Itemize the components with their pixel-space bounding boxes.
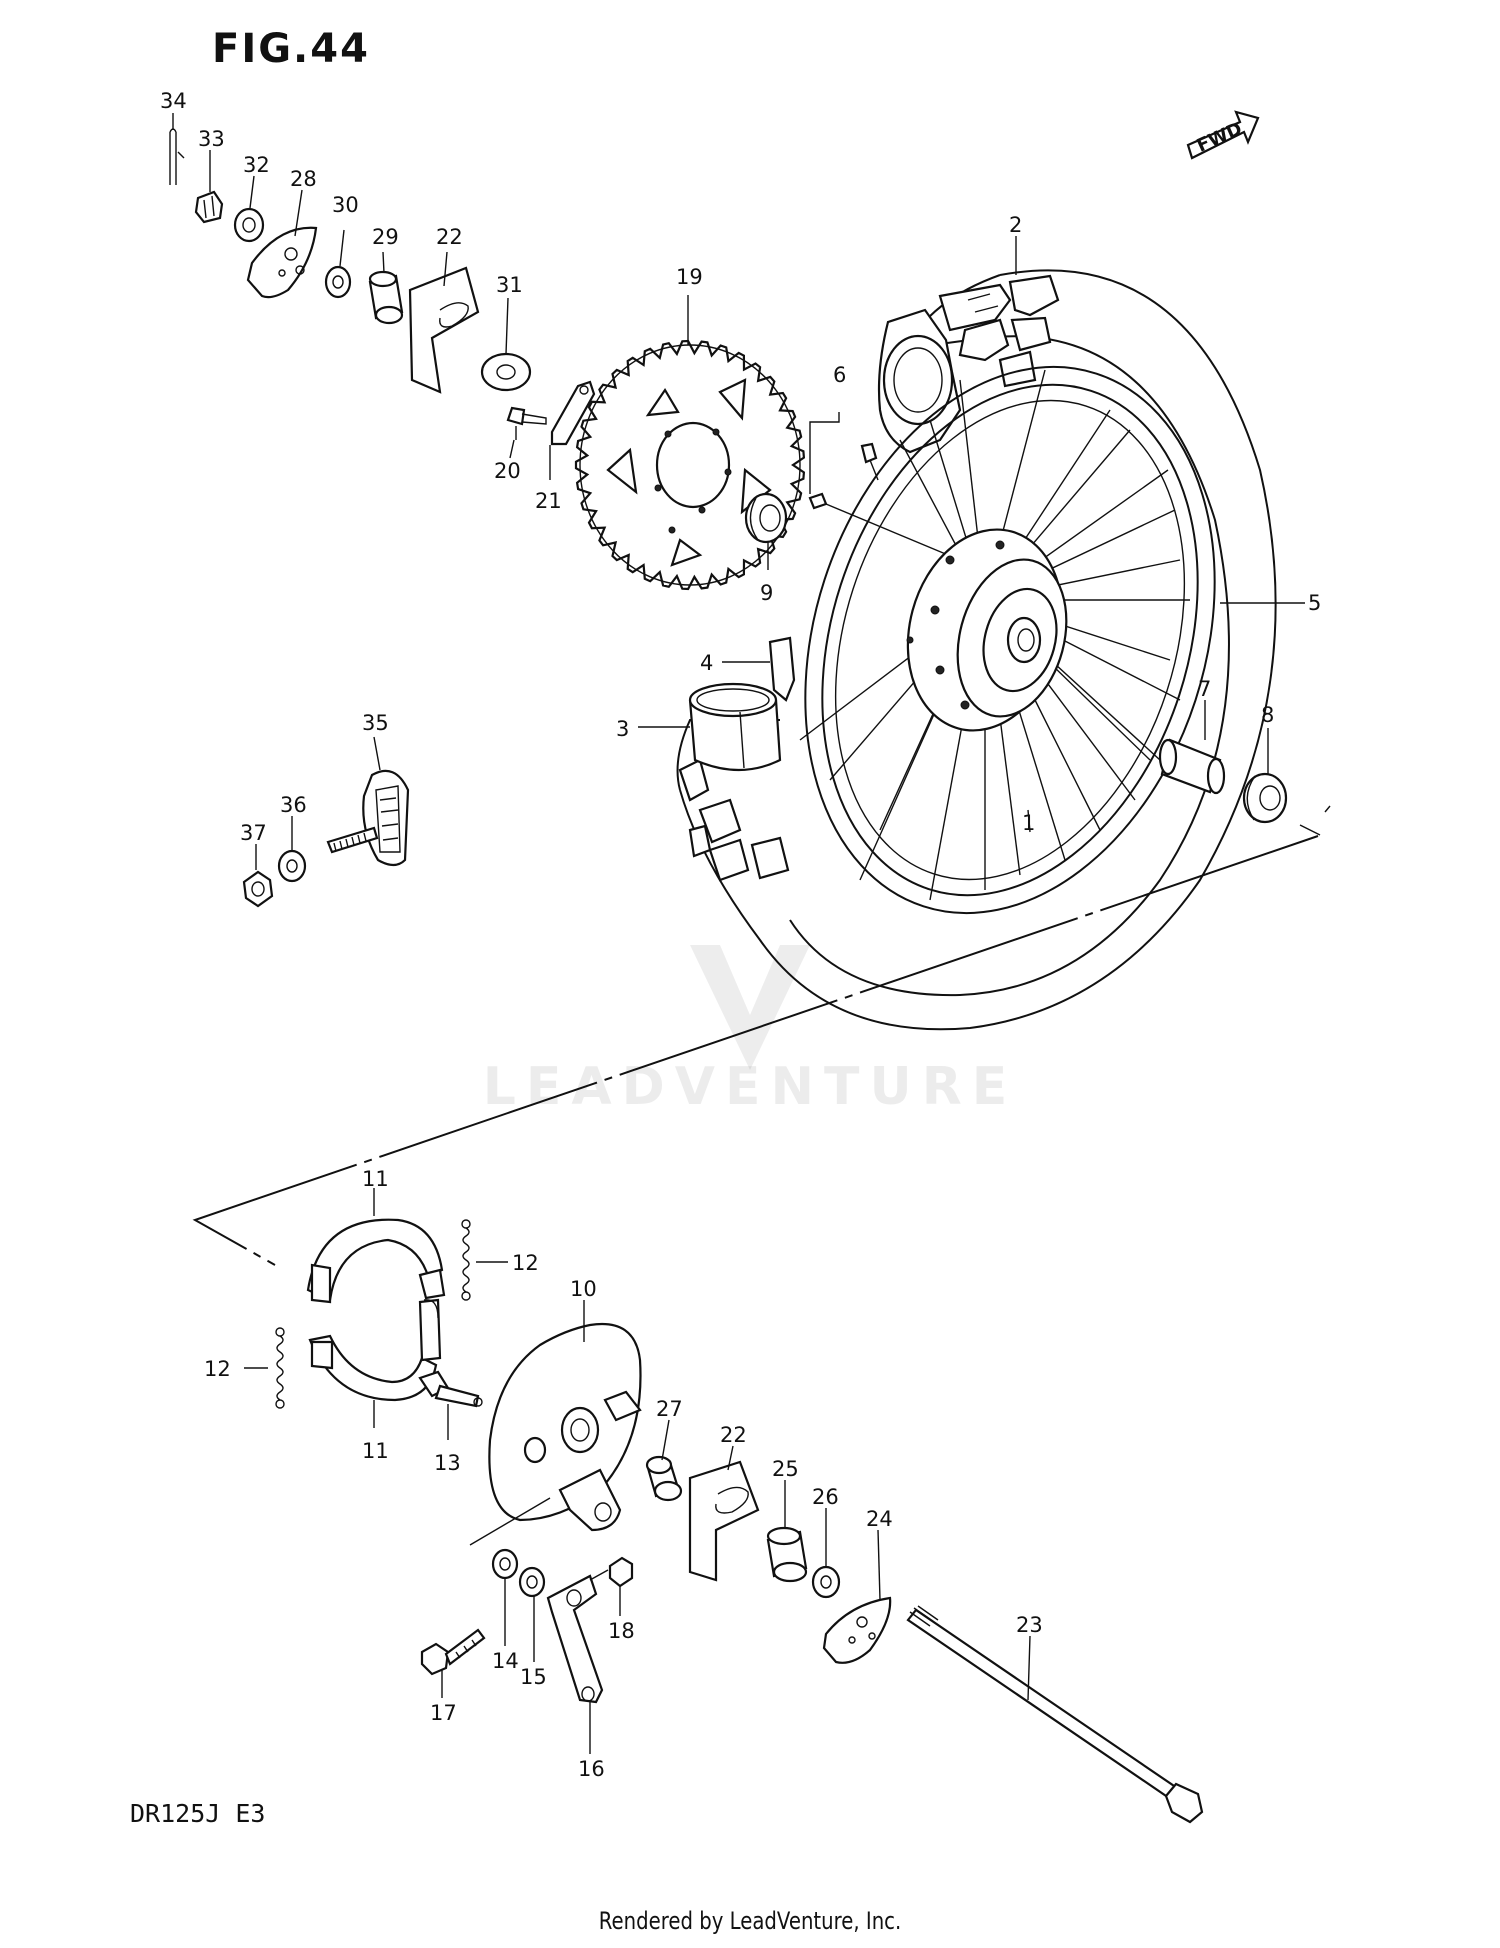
adjuster-plate-part-24 xyxy=(822,1596,892,1664)
watermark-logo xyxy=(690,945,810,1070)
nut-part-18 xyxy=(608,1556,634,1588)
callout-23: 23 xyxy=(1016,1613,1043,1637)
washer-part-15 xyxy=(518,1566,546,1598)
reflector-plate-part-35 xyxy=(326,769,410,867)
spring-part-12-lower xyxy=(275,1327,285,1409)
figure-title: FIG.44 xyxy=(212,26,370,72)
brake-shoe-part-11-upper xyxy=(306,1218,446,1304)
callout-37: 37 xyxy=(240,821,267,845)
callout-12-upper: 12 xyxy=(512,1251,539,1275)
callout-33: 33 xyxy=(198,127,225,151)
washer-part-30 xyxy=(324,265,352,299)
callout-24: 24 xyxy=(866,1507,893,1531)
callout-4: 4 xyxy=(700,651,713,675)
callout-22-lower: 22 xyxy=(720,1423,747,1447)
spacer-part-25 xyxy=(766,1526,808,1583)
axle-part-23 xyxy=(906,1605,1204,1824)
callout-17: 17 xyxy=(430,1701,457,1725)
callout-32: 32 xyxy=(243,153,270,177)
callout-20: 20 xyxy=(494,459,521,483)
callout-2: 2 xyxy=(1009,213,1022,237)
hub-damper-part-4 xyxy=(768,636,796,702)
washer-part-32 xyxy=(233,207,265,243)
brake-panel-part-10 xyxy=(488,1322,642,1532)
washer-part-14 xyxy=(491,1548,519,1580)
callout-7: 7 xyxy=(1198,677,1211,701)
brake-cam-part-13 xyxy=(418,1370,483,1408)
callout-26: 26 xyxy=(812,1485,839,1509)
callout-30: 30 xyxy=(332,193,359,217)
callout-18: 18 xyxy=(608,1619,635,1643)
callout-5: 5 xyxy=(1308,591,1321,615)
wheel-hub-part-1 xyxy=(906,528,1068,732)
callout-13: 13 xyxy=(434,1451,461,1475)
brake-shoe-part-11-lower xyxy=(308,1298,442,1402)
washer-part-36 xyxy=(277,849,307,883)
spacer-part-7 xyxy=(1158,738,1226,795)
torque-link-part-16 xyxy=(546,1569,609,1704)
bearing-part-9 xyxy=(744,492,788,544)
callout-36: 36 xyxy=(280,793,307,817)
model-code: DR125J E3 xyxy=(130,1799,266,1828)
fwd-arrow-icon xyxy=(1186,110,1260,160)
castle-nut-part-33 xyxy=(194,190,224,224)
adjuster-plate-part-28 xyxy=(246,226,318,299)
bolt-part-17 xyxy=(420,1628,486,1676)
chain-adjuster-part-22-upper xyxy=(408,266,480,394)
footer-credit: Rendered by LeadVenture, Inc. xyxy=(598,1907,902,1935)
leader-line xyxy=(469,1497,551,1546)
callout-9: 9 xyxy=(760,581,773,605)
bolt-part-20 xyxy=(506,406,547,440)
callout-25: 25 xyxy=(772,1457,799,1481)
lock-plate-part-21 xyxy=(550,380,596,446)
callout-34: 34 xyxy=(160,89,187,113)
chain-adjuster-part-22-lower xyxy=(688,1460,760,1582)
callout-31: 31 xyxy=(496,273,523,297)
wheel-rim-part-5 xyxy=(804,365,1216,915)
callout-10: 10 xyxy=(570,1277,597,1301)
assembly-leader-lines xyxy=(192,805,1331,1266)
callout-1: 1 xyxy=(1022,811,1035,835)
callout-14: 14 xyxy=(492,1649,519,1673)
watermark: LEADVENTURE xyxy=(482,1057,1018,1117)
sprocket-part-19 xyxy=(574,339,806,591)
collar-part-27 xyxy=(645,1455,683,1502)
brake-hub-part-3 xyxy=(688,682,782,772)
callout-29: 29 xyxy=(372,225,399,249)
callout-19: 19 xyxy=(676,265,703,289)
callout-28: 28 xyxy=(290,167,317,191)
callout-27: 27 xyxy=(656,1397,683,1421)
spoke-nipples-part-6 xyxy=(808,442,961,561)
callout-3: 3 xyxy=(616,717,629,741)
bearing-part-8 xyxy=(1242,772,1288,824)
washer-part-31 xyxy=(480,352,532,392)
callout-22-upper: 22 xyxy=(436,225,463,249)
callout-11-lower: 11 xyxy=(362,1439,389,1463)
callout-6: 6 xyxy=(833,363,846,387)
callout-8: 8 xyxy=(1261,703,1274,727)
spacer-part-29 xyxy=(368,270,404,325)
callout-21: 21 xyxy=(535,489,562,513)
callout-11-upper: 11 xyxy=(362,1167,389,1191)
callout-15: 15 xyxy=(520,1665,547,1689)
rear-tire-part-2 xyxy=(676,269,1277,1031)
cotter-pin-part-34 xyxy=(169,128,185,185)
spring-part-12-upper xyxy=(461,1219,471,1301)
callout-numbers: 34 33 32 28 30 29 22 31 19 2 6 20 21 9 5… xyxy=(160,89,1321,1781)
washer-part-26 xyxy=(811,1565,841,1599)
callout-35: 35 xyxy=(362,711,389,735)
callout-leaders xyxy=(172,113,1305,1754)
nut-part-37 xyxy=(242,870,274,908)
callout-16: 16 xyxy=(578,1757,605,1781)
callout-12-lower: 12 xyxy=(204,1357,231,1381)
